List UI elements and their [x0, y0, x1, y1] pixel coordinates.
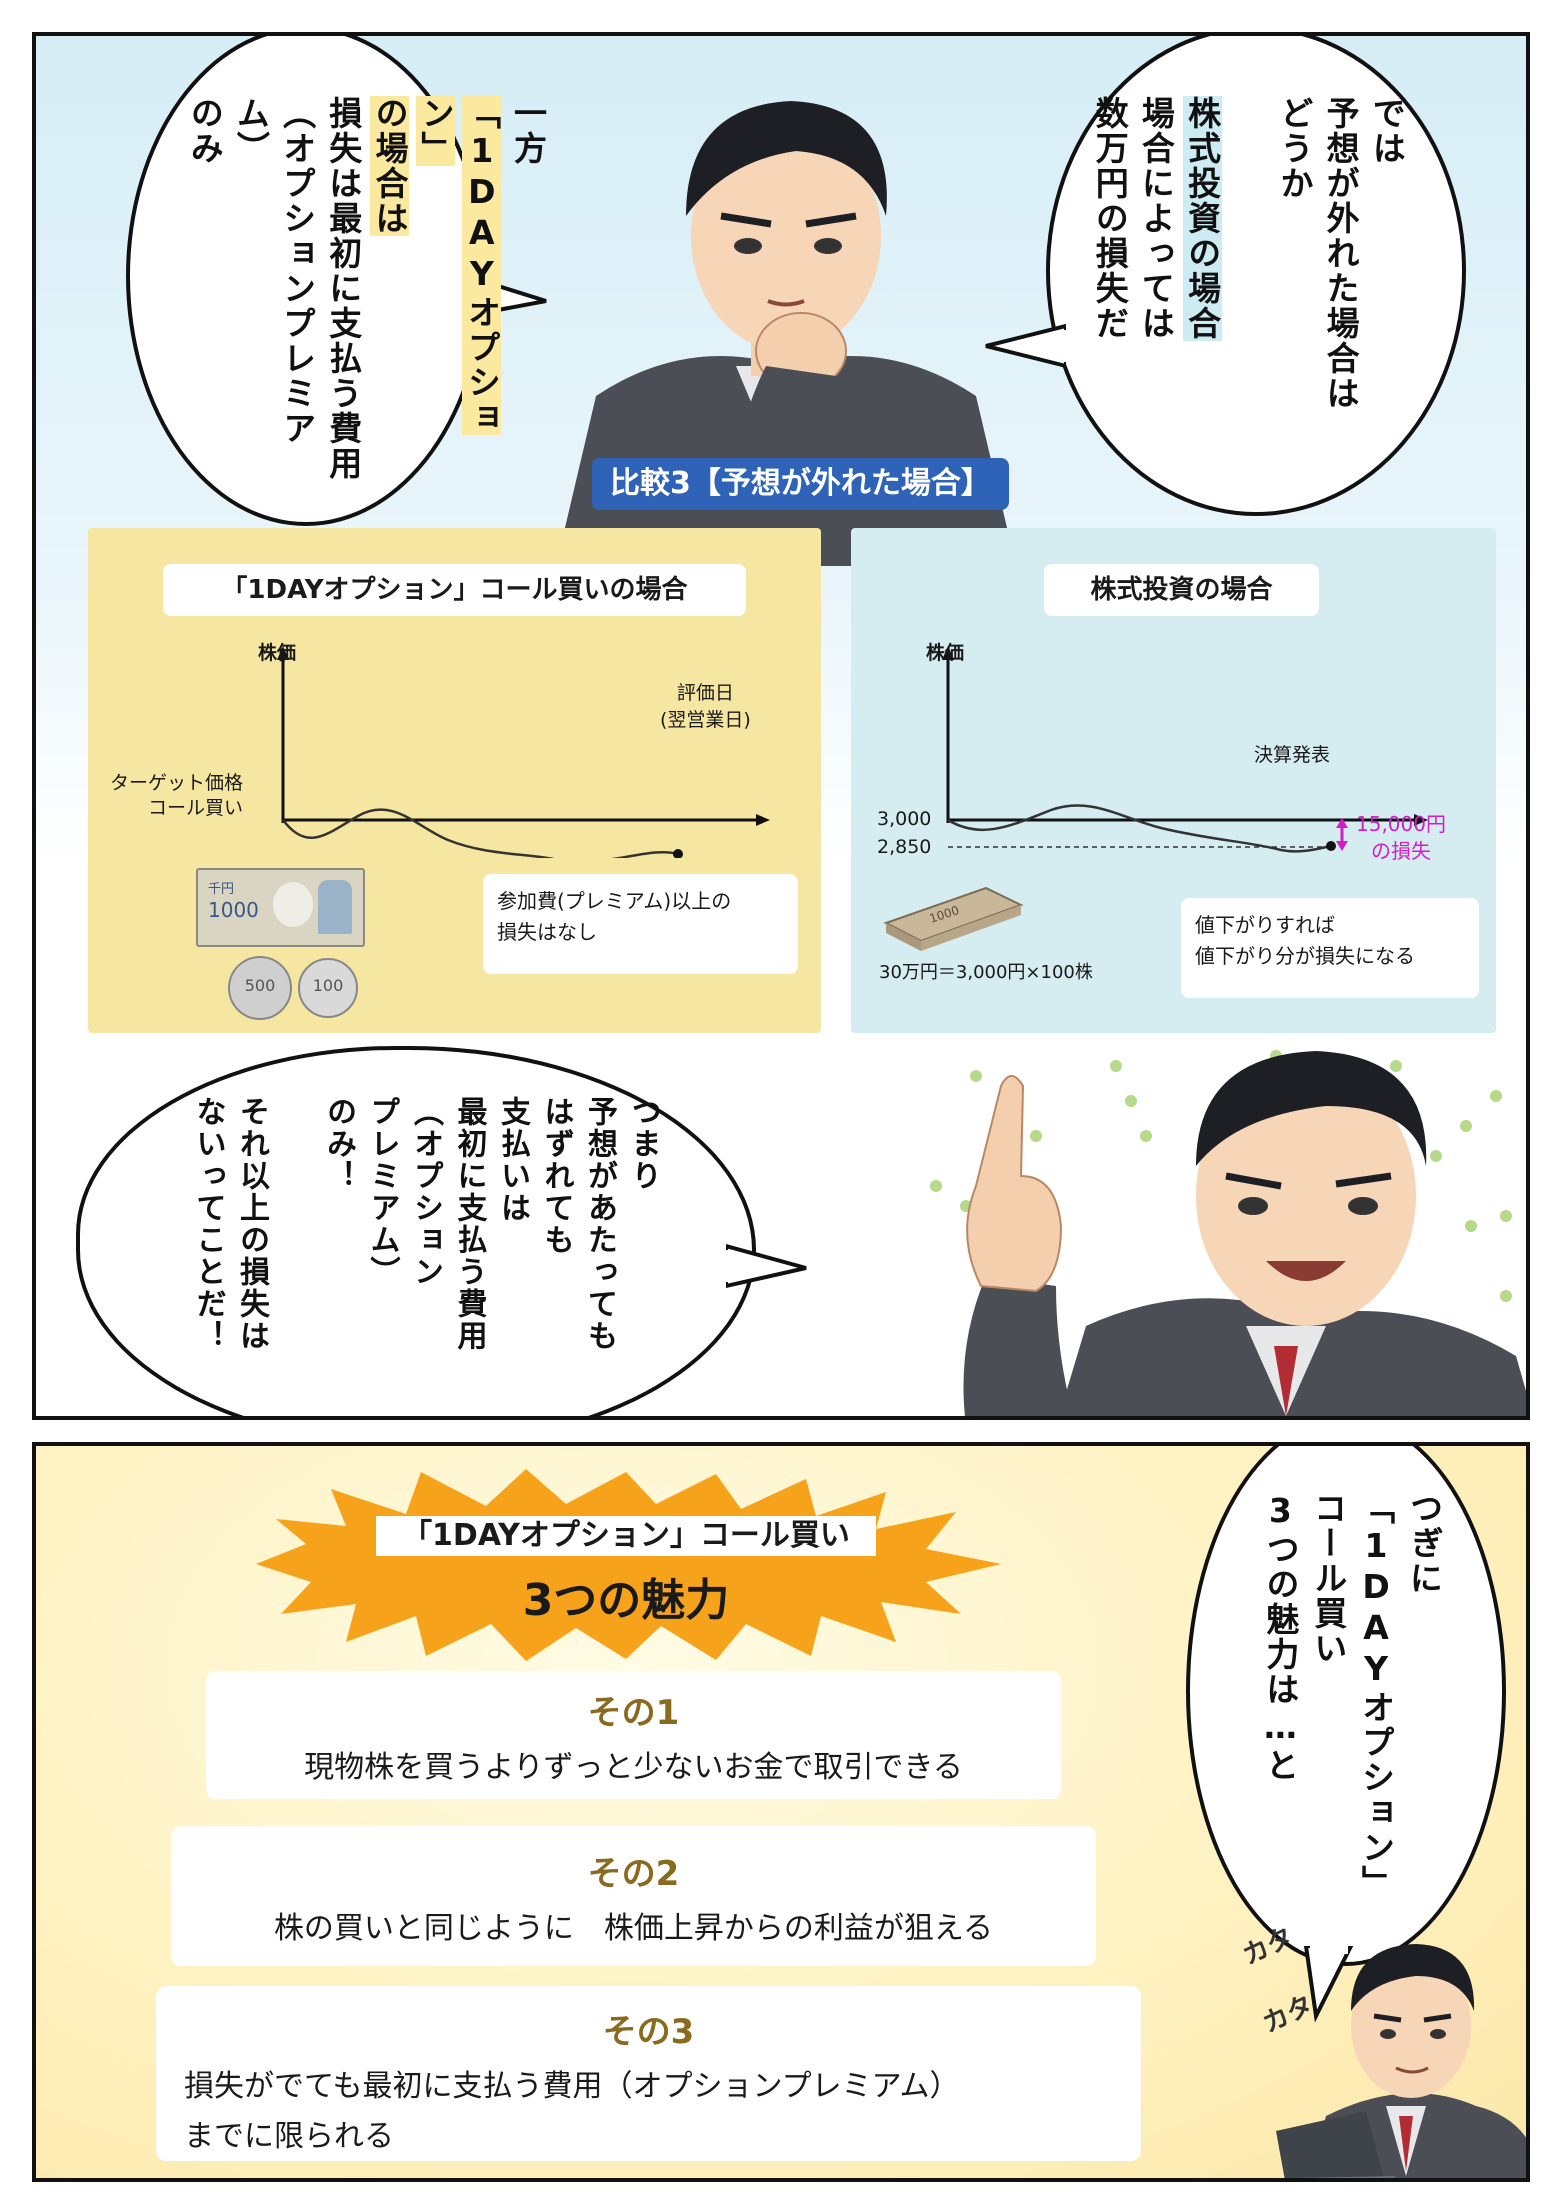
bubble-tail-right	[985, 323, 1066, 369]
bubble-right-text: では 予想が外れた場合は どうか 株式投資の場合 場合によっては 数万円の損失だ	[1090, 96, 1407, 411]
option-box-title: 「1DAYオプション」コール買いの場合	[163, 564, 746, 616]
speech-bubble-bottom	[1186, 1446, 1506, 1966]
bubble-left-text: 一方 「1DAYオプション」 の場合は 損失は最初に支払う費用 （オプションプレ…	[185, 96, 548, 481]
bubble-lower-text: つまり 予想があたっても はずれても 支払いは 最初に支払う費用 （オプション …	[190, 1096, 661, 1352]
thousand-yen-bill-icon: 千円 1000	[196, 868, 365, 947]
cash-bundle-icon: 1000	[883, 886, 1024, 951]
stock-loss-label: 15,000円 の損失	[1356, 812, 1446, 863]
burst-line1-bg	[376, 1516, 876, 1556]
point-1-label: その1	[587, 1693, 680, 1733]
businessman-pointing-illustration	[963, 1051, 1526, 1416]
option-y-axis-label: 株価	[258, 642, 297, 664]
stock-tick-3000: 3,000	[877, 808, 932, 830]
point-1-text: 現物株を買うよりずっと少ないお金で取引できる	[304, 1750, 963, 1785]
stock-tick-2850: 2,850	[877, 836, 932, 858]
option-call-box: 「1DAYオプション」コール買いの場合 株価 評価日 (翌営業日) ターゲット価…	[88, 528, 821, 1033]
option-note: 参加費(プレミアム)以上の 損失はなし	[483, 874, 798, 974]
point-2-text: 株の買いと同じように 株価上昇からの利益が狙える	[273, 1911, 994, 1946]
top-panel: 一方 「1DAYオプション」 の場合は 損失は最初に支払う費用 （オプションプレ…	[32, 32, 1530, 1420]
coin-500-icon: 500	[228, 956, 292, 1020]
stock-investment-box: 株式投資の場合 株価 決算発表 3,000 2,850 15,000円 の損失 …	[851, 528, 1496, 1033]
businessman-laptop-illustration	[1276, 1944, 1526, 2178]
point-card-2: その2 株の買いと同じように 株価上昇からの利益が狙える	[171, 1826, 1096, 1966]
bubble-bottom-text: つぎに 「1DAYオプション」 コール買い 3つの魅力は…と	[1260, 1491, 1444, 1900]
bubble-tail-bottom	[1303, 1946, 1354, 2023]
point-card-1: その1 現物株を買うよりずっと少ないお金で取引できる	[206, 1671, 1061, 1799]
point-2-label: その2	[587, 1854, 680, 1894]
stock-note: 値下がりすれば 値下がり分が損失になる	[1181, 898, 1479, 998]
stock-y-axis-label: 株価	[926, 642, 965, 664]
burst-title-line2: 3つの魅力	[522, 1575, 730, 1626]
option-eval-day-label: 評価日 (翌営業日)	[660, 682, 751, 731]
bubble-tail-lower	[726, 1243, 807, 1289]
comparison-banner: 比較3【予想が外れた場合】	[592, 458, 1009, 510]
stock-event-label: 決算発表	[1254, 744, 1331, 766]
stock-box-title: 株式投資の場合	[1044, 564, 1319, 616]
bottom-panel: 「1DAYオプション」コール買い 3つの魅力 その1 現物株を買うよりずっと少な…	[32, 1442, 1530, 2182]
speech-bubble-lower	[76, 1046, 756, 1416]
burst-title-line1: 「1DAYオプション」コール買い	[402, 1518, 850, 1553]
speech-bubble-right	[1046, 36, 1466, 516]
point-card-3: その3 損失がでても最初に支払う費用（オプションプレミアム） までに限られる	[156, 1986, 1141, 2161]
option-price-chart	[277, 646, 770, 858]
coin-100-icon: 100	[298, 958, 358, 1018]
stock-price-chart	[942, 646, 1428, 853]
point-3-label: その3	[602, 2012, 695, 2052]
stock-money-caption: 30万円＝3,000円×100株	[879, 962, 1093, 983]
point-3-text: 損失がでても最初に支払う費用（オプションプレミアム）	[184, 2069, 960, 2104]
point-3-text2: までに限られる	[184, 2119, 394, 2154]
option-target-label: ターゲット価格 コール買い	[110, 772, 244, 819]
